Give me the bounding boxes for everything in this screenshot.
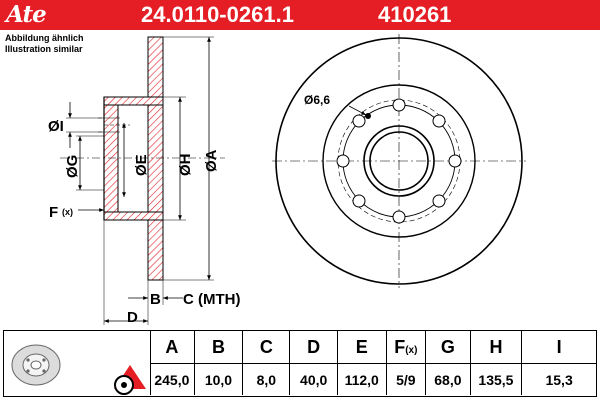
bolt-hole [392, 210, 406, 224]
bolt-hole [392, 98, 406, 112]
spec-value-g: 68,0 [425, 363, 471, 395]
hat-bottom-wall [103, 211, 164, 221]
friction-ring-section [147, 36, 164, 281]
side-dimensions: ØI ØG ØE ØH ØA F (x) [48, 36, 240, 326]
part-number: 24.0110-0261.1 [141, 2, 294, 27]
label-dim-h: ØH [177, 154, 194, 177]
spec-table-area: A B C D E F(x) G H I 245,0 10,0 8,0 40,0… [3, 330, 597, 397]
spec-header-f: F(x) [385, 331, 426, 364]
spec-header-a: A [150, 331, 195, 364]
spec-value-i: 15,3 [521, 363, 596, 395]
side-section-view [60, 36, 225, 281]
spec-header-c: C [242, 331, 290, 364]
bolt-hole-marker [365, 113, 371, 119]
label-dim-g: ØG [64, 155, 81, 178]
reference-number: 410261 [378, 2, 452, 27]
note-german: Abbildung ähnlich [5, 33, 84, 43]
spec-value-f: 5/9 [385, 363, 426, 395]
label-dim-a: ØA [203, 149, 220, 172]
note-english: Illustration similar [5, 44, 83, 54]
spec-value-e: 112,0 [336, 363, 387, 395]
bolt-hole [432, 194, 446, 208]
spec-value-d: 40,0 [289, 363, 338, 395]
bolt-hole [352, 194, 366, 208]
label-dim-f-suffix: (x) [62, 207, 73, 217]
spec-value-a: 245,0 [154, 371, 190, 388]
label-dim-c: C (MTH) [183, 291, 240, 308]
label-dim-e: ØE [133, 154, 150, 176]
spec-header-b: B [193, 331, 243, 364]
bolt-hole [432, 114, 446, 128]
spec-header-e: E [336, 331, 387, 364]
product-thumbnail [4, 331, 151, 395]
hat-top-wall [103, 96, 164, 106]
label-bolt-hole: Ø6,6 [304, 93, 330, 107]
label-dim-b: B [150, 291, 161, 308]
technical-drawing: ØI ØG ØE ØH ØA F (x) [48, 34, 526, 326]
bolt-hole [336, 154, 350, 168]
label-dim-i: ØI [48, 118, 64, 135]
spec-value-b: 10,0 [193, 363, 243, 395]
spec-value-h: 135,5 [469, 363, 522, 395]
bolt-hole [448, 154, 462, 168]
brand-logo: Ate [6, 1, 47, 28]
spec-header-i: I [521, 331, 596, 364]
spec-header-d: D [289, 331, 338, 364]
spec-table: A B C D E F(x) G H I 245,0 10,0 8,0 40,0… [150, 331, 596, 395]
label-dim-f: F [49, 204, 58, 221]
bolt-hole [352, 114, 366, 128]
spec-value-c: 8,0 [242, 363, 290, 395]
spec-header-g: G [425, 331, 471, 364]
hat-face [103, 104, 119, 213]
header-bar: Ate 24.0110-0261.1 410261 [0, 0, 600, 30]
spec-header-h: H [469, 331, 522, 364]
front-view: Ø6,6 [272, 34, 526, 288]
label-dim-d: D [127, 309, 138, 326]
